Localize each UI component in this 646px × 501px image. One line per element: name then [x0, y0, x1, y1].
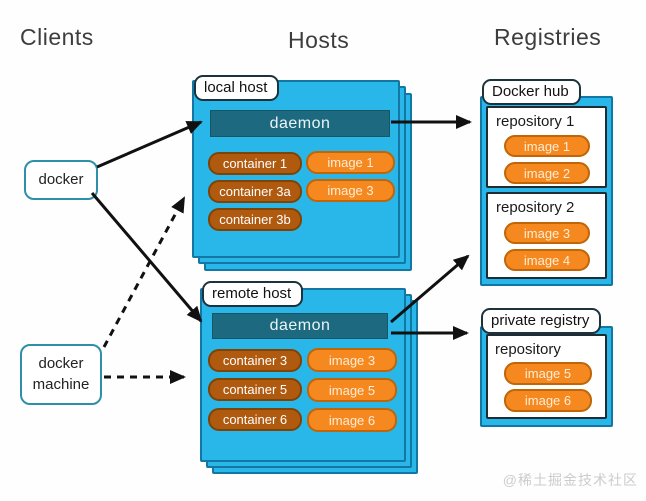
repository-2-name: repository 2: [496, 199, 575, 216]
clients-column-title: Clients: [20, 24, 94, 50]
docker-client-box: docker: [24, 160, 98, 200]
repo1-image-pill: image 1: [504, 135, 590, 157]
local-host-label: local host: [194, 75, 280, 101]
local-image-pill: image 3: [306, 179, 395, 202]
arrow-docker-to-local-daemon: [96, 120, 203, 169]
remote-container-pill: container 3: [208, 349, 302, 372]
watermark-text: @稀土掘金技术社区: [502, 472, 638, 488]
remote-host-label: remote host: [202, 281, 304, 307]
repository-2-box: repository 2 image 3 image 4: [486, 192, 607, 279]
repo2-image-pill: image 4: [504, 249, 590, 271]
private-registry-label: private registry: [481, 308, 602, 334]
repository-1-box: repository 1 image 1 image 2: [486, 106, 607, 188]
docker-hub-label: Docker hub: [482, 79, 581, 105]
remote-container-pill: container 5: [208, 378, 302, 401]
private-repo-image-pill: image 6: [504, 389, 592, 412]
private-repository-name: repository: [495, 341, 561, 358]
local-container-pill: container 3b: [208, 208, 302, 231]
repo1-image-pill: image 2: [504, 162, 590, 184]
local-container-pill: container 3a: [208, 180, 302, 203]
docker-client-label: docker: [38, 170, 84, 188]
arrow-docker-to-remote-daemon: [90, 192, 203, 323]
repo2-image-pill: image 3: [504, 222, 590, 244]
remote-image-pill: image 3: [307, 348, 397, 372]
local-image-pill: image 1: [306, 151, 395, 174]
hosts-column-title: Hosts: [288, 27, 350, 53]
remote-image-pill: image 5: [307, 378, 397, 402]
docker-machine-label-line2: machine: [32, 375, 90, 393]
local-host-daemon-bar: daemon: [210, 110, 390, 137]
local-container-pill: container 1: [208, 152, 302, 175]
private-repo-image-pill: image 5: [504, 362, 592, 385]
docker-machine-client-box: docker machine: [20, 344, 102, 405]
remote-container-pill: container 6: [208, 408, 302, 431]
dashed-arrow-docker-machine-to-local-host: [102, 196, 186, 348]
docker-machine-label-line1: docker: [38, 355, 84, 373]
remote-image-pill: image 6: [307, 408, 397, 432]
remote-host-daemon-bar: daemon: [212, 313, 388, 339]
private-repository-box: repository image 5 image 6: [486, 334, 607, 419]
registries-column-title: Registries: [494, 24, 602, 50]
repository-1-name: repository 1: [496, 113, 575, 130]
